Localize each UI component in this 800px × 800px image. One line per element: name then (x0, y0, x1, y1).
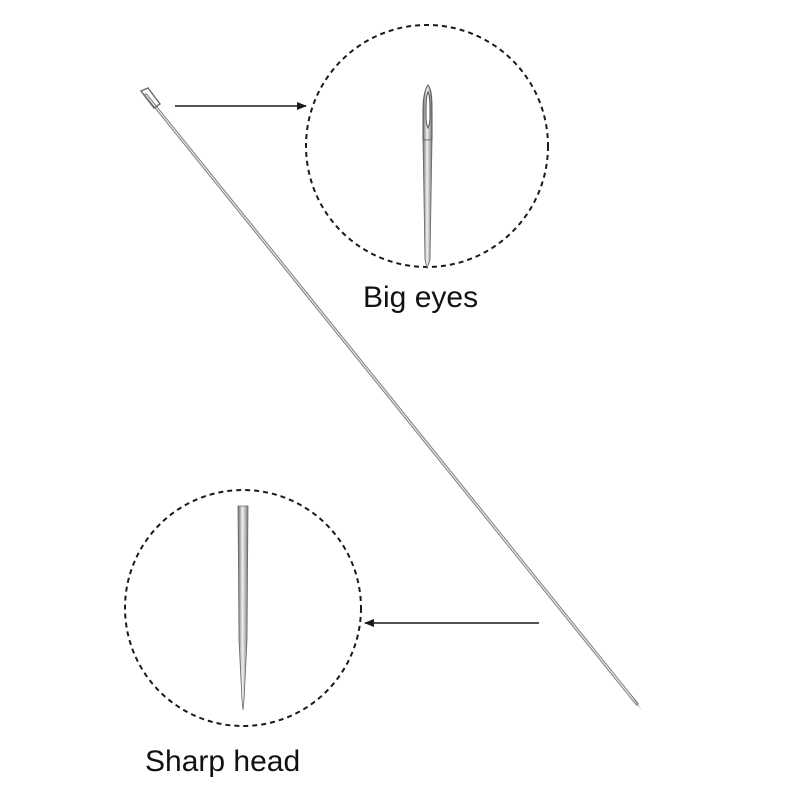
magnified-eye-needle (422, 84, 433, 270)
full-needle (139, 87, 642, 711)
eye-caption: Big eyes (363, 281, 479, 314)
magnified-tip-needle (237, 505, 249, 711)
tip-caption: Sharp head (145, 745, 301, 778)
eye-callout (175, 24, 549, 270)
tip-callout (124, 489, 539, 727)
tip-zoom-circle (124, 489, 362, 727)
needle-eye (139, 87, 162, 109)
needle-tip (630, 694, 642, 711)
